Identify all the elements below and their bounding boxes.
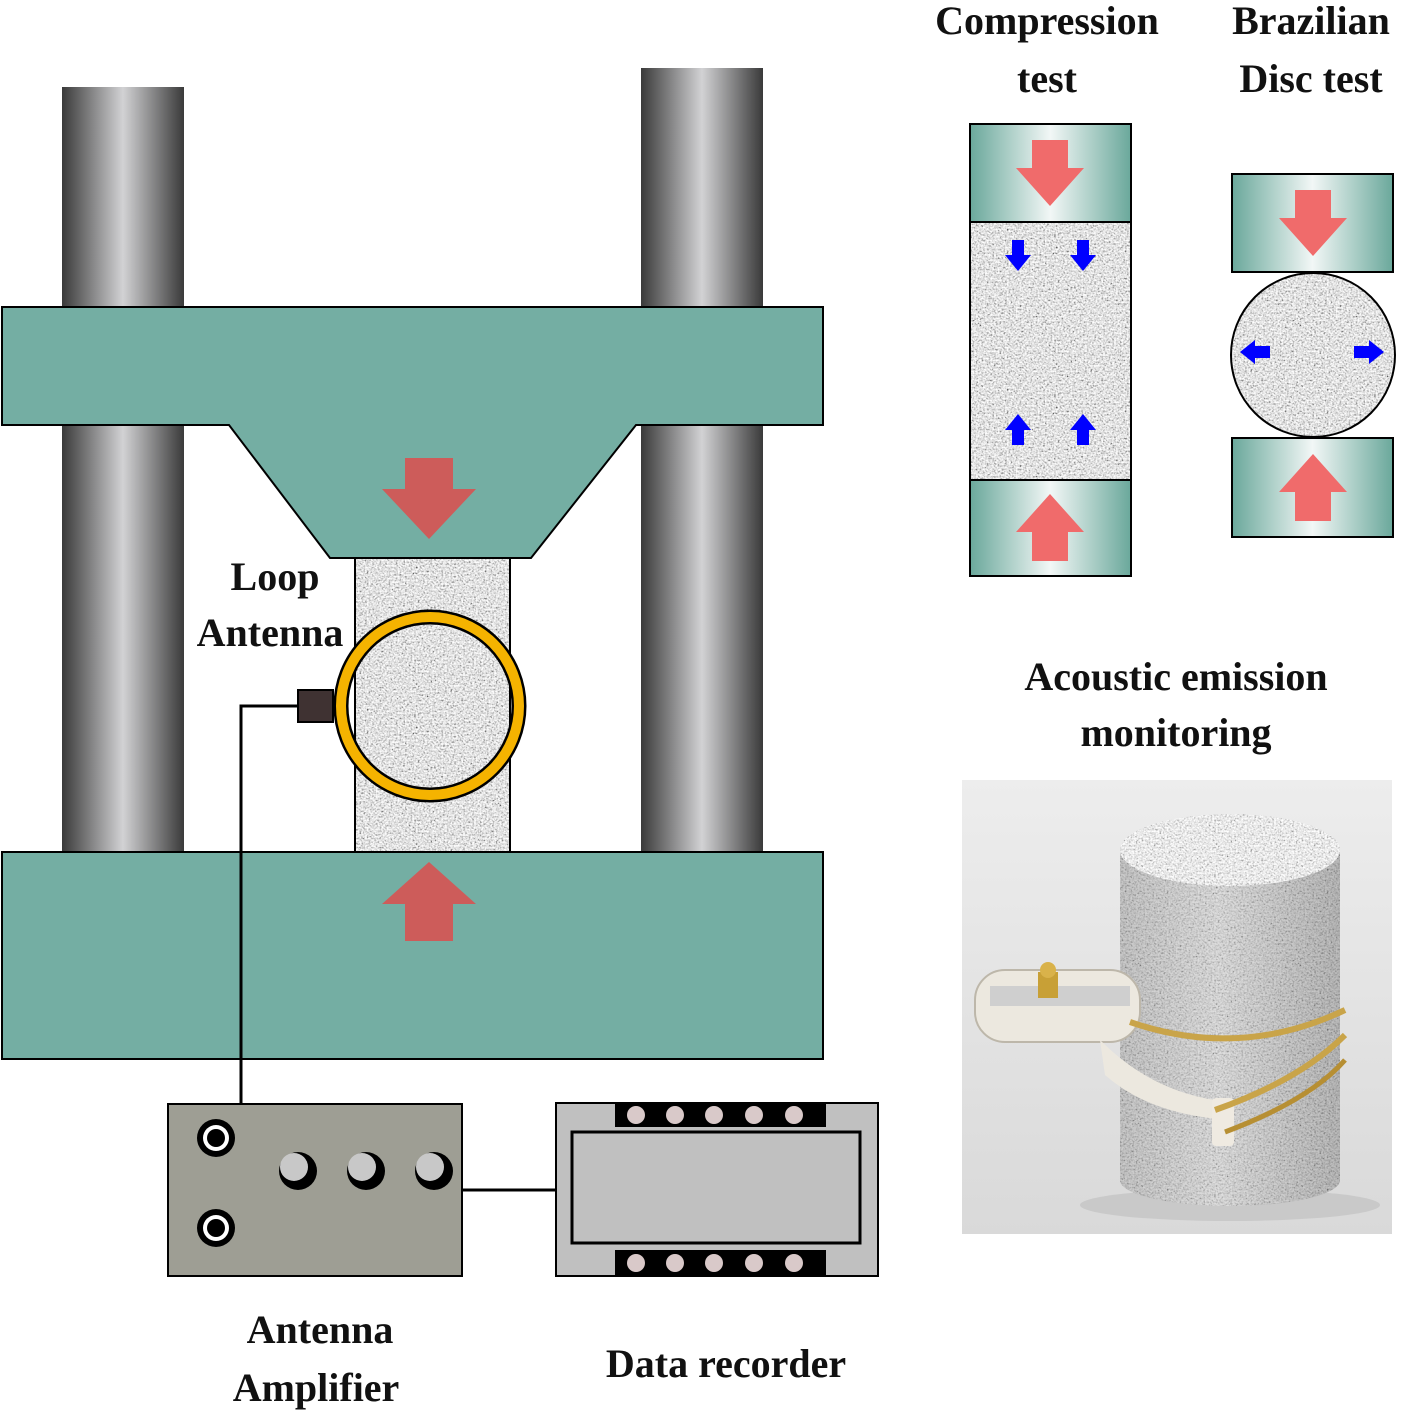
antenna-connector: [297, 689, 334, 723]
stress-arrow-right: [1354, 340, 1384, 364]
acoustic-emission-label-line1: Acoustic emission: [1024, 654, 1327, 699]
recorder-screen: [570, 1130, 862, 1245]
chip-pin-icon: [745, 1106, 763, 1124]
platen-arrow-down: [1016, 140, 1084, 206]
loop-antenna-label-line2: Antenna: [197, 610, 344, 655]
chip-pin-icon: [785, 1106, 803, 1124]
rotary-knob-icon: [415, 1152, 453, 1190]
loop-antenna-label-line1: Loop: [231, 554, 320, 599]
platen-arrow-down: [1279, 190, 1347, 256]
chip-pin-icon: [627, 1254, 645, 1272]
chip-pin-icon: [785, 1254, 803, 1272]
loading-frame: [1, 68, 824, 1192]
antenna-amplifier: [167, 1103, 463, 1277]
brazilian-disc-test-diagram: [1230, 173, 1396, 538]
load-arrow-up: [382, 862, 476, 941]
acoustic-emission-photo: [962, 780, 1392, 1234]
compression-test-label-line2: test: [1017, 56, 1078, 101]
stress-arrow-down: [1070, 240, 1096, 271]
chip-pin-icon: [745, 1254, 763, 1272]
upper-crosshead: [1, 306, 824, 559]
connector-jack-icon: [197, 1119, 235, 1157]
left-column: [62, 87, 184, 857]
right-column: [641, 68, 763, 857]
chip-pin-icon: [705, 1254, 723, 1272]
rock-specimen: [354, 557, 511, 853]
data-recorder: [555, 1102, 879, 1277]
brazilian-disc-specimen: [1230, 272, 1396, 438]
chip-pin-icon: [627, 1106, 645, 1124]
load-arrow-down: [382, 458, 476, 539]
rotary-knob-icon: [279, 1152, 317, 1190]
brazilian-test-label-line1: Brazilian: [1232, 0, 1390, 43]
stress-arrow-left: [1240, 340, 1270, 364]
chip-pin-icon: [705, 1106, 723, 1124]
platen-arrow-up: [1279, 454, 1347, 521]
loop-antenna-ring-inner: [336, 612, 524, 800]
compression-specimen: [969, 221, 1132, 481]
brazilian-test-label-line2: Disc test: [1239, 56, 1383, 101]
chip-pin-icon: [666, 1106, 684, 1124]
stress-arrow-down: [1005, 240, 1031, 271]
antenna-amplifier-label-line1: Antenna: [247, 1307, 394, 1352]
antenna-amplifier-label-line2: Amplifier: [233, 1365, 400, 1410]
connector-jack-icon: [197, 1209, 235, 1247]
sma-connector: [1038, 972, 1058, 998]
platen-arrow-up: [1016, 494, 1084, 561]
data-recorder-label: Data recorder: [606, 1341, 846, 1386]
antenna-cable: [239, 704, 298, 1104]
stress-arrow-up: [1005, 414, 1031, 445]
rotary-knob-icon: [347, 1152, 385, 1190]
stress-arrow-up: [1070, 414, 1096, 445]
chip-pin-icon: [666, 1254, 684, 1272]
compression-test-label-line1: Compression: [935, 0, 1159, 43]
compression-test-diagram: [969, 123, 1132, 577]
acoustic-emission-label-line2: monitoring: [1080, 710, 1271, 755]
